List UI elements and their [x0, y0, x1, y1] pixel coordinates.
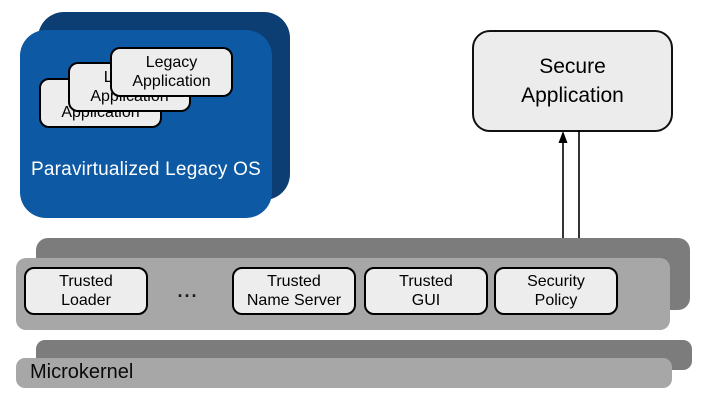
legacy-os-label: Paravirtualized Legacy OS: [31, 159, 261, 180]
ellipsis-separator: ...: [177, 281, 199, 301]
secure-application-label-line2: Application: [521, 84, 624, 107]
trusted-gui-label-line2: GUI: [411, 292, 441, 309]
trusted-loader-label-line2: Loader: [61, 292, 111, 309]
trusted-name-server-label-line1: Trusted: [267, 273, 321, 290]
trusted-gui-box: Trusted GUI: [364, 267, 488, 315]
trusted-loader-label-line1: Trusted: [59, 273, 113, 290]
security-policy-label-line1: Security: [527, 273, 585, 290]
security-policy-box: Security Policy: [494, 267, 618, 315]
trusted-layer-block: Trusted Loader ... Trusted Name Server T…: [16, 238, 690, 330]
legacy-application-box-front: Legacy Application: [110, 47, 233, 97]
legacy-application-label-line2: Application: [132, 73, 211, 90]
legacy-os-block: Legacy Application Legacy Application Le…: [20, 12, 290, 218]
microkernel-label: Microkernel: [30, 361, 134, 383]
trusted-name-server-label-line2: Name Server: [246, 292, 342, 309]
legacy-application-label-line1: Legacy: [145, 54, 198, 71]
microkernel-front-face: [16, 358, 672, 388]
trusted-loader-box: Trusted Loader: [24, 267, 148, 315]
secure-application-box: Secure Application: [472, 30, 673, 132]
secure-application-label-line1: Secure: [539, 55, 606, 78]
trusted-gui-label-line1: Trusted: [399, 273, 453, 290]
security-policy-label-line2: Policy: [534, 292, 578, 309]
trusted-name-server-box: Trusted Name Server: [232, 267, 356, 315]
microkernel-block: Microkernel: [16, 340, 692, 388]
